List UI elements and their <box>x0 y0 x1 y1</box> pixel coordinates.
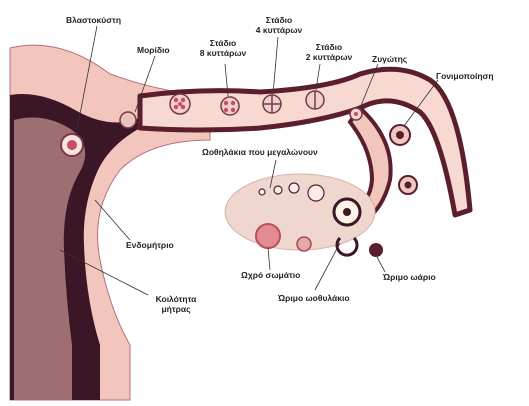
label-blastocyst: Βλαστοκύστη <box>66 15 121 25</box>
label-zygote: Ζυγώτης <box>372 54 407 64</box>
label-corpus-luteum: Ωχρό σωμάτιο <box>241 270 300 280</box>
zygote-core <box>354 112 358 116</box>
blastocyst-core <box>67 140 77 150</box>
label-stage-8: Στάδιο 8 κυττάρων <box>190 38 256 58</box>
mature-egg-shape <box>369 243 383 257</box>
label-endometrium: Ενδομήτριο <box>126 240 174 250</box>
label-stage-8-line1: Στάδιο <box>190 38 256 48</box>
label-fertilization: Γονιμοποίηση <box>436 71 494 81</box>
label-stage-8-line2: 8 κυττάρων <box>190 48 256 58</box>
eight-cell-shape <box>221 97 239 115</box>
embryo-entry-shape <box>120 112 136 128</box>
label-stage-4-line1: Στάδιο <box>246 15 312 25</box>
label-stage-2: Στάδιο 2 κυττάρων <box>296 42 362 62</box>
mature-follicle-core <box>343 208 351 216</box>
label-stage-4: Στάδιο 4 κυττάρων <box>246 15 312 35</box>
label-stage-2-line1: Στάδιο <box>296 42 362 52</box>
corpus-luteum-shape <box>256 224 280 248</box>
label-uterine-cavity-line2: μήτρας <box>145 304 207 314</box>
label-mature-follicle: Ώριμο ωοθυλάκιο <box>278 293 350 303</box>
label-growing-follicles: Ωοθηλάκια που μεγαλώνουν <box>202 147 318 157</box>
label-stage-2-line2: 2 κυττάρων <box>296 52 362 62</box>
label-morula: Μορίδιο <box>137 45 170 55</box>
label-mature-egg: Ώριμο ωάριο <box>383 272 436 282</box>
label-stage-4-line2: 4 κυττάρων <box>246 25 312 35</box>
fertilization-egg-core <box>396 131 404 139</box>
traveling-egg-core <box>405 182 412 189</box>
regressing-follicle-shape <box>297 237 311 251</box>
label-uterine-cavity-line1: Κοιλότητα <box>145 294 207 304</box>
label-uterine-cavity: Κοιλότητα μήτρας <box>145 294 207 314</box>
